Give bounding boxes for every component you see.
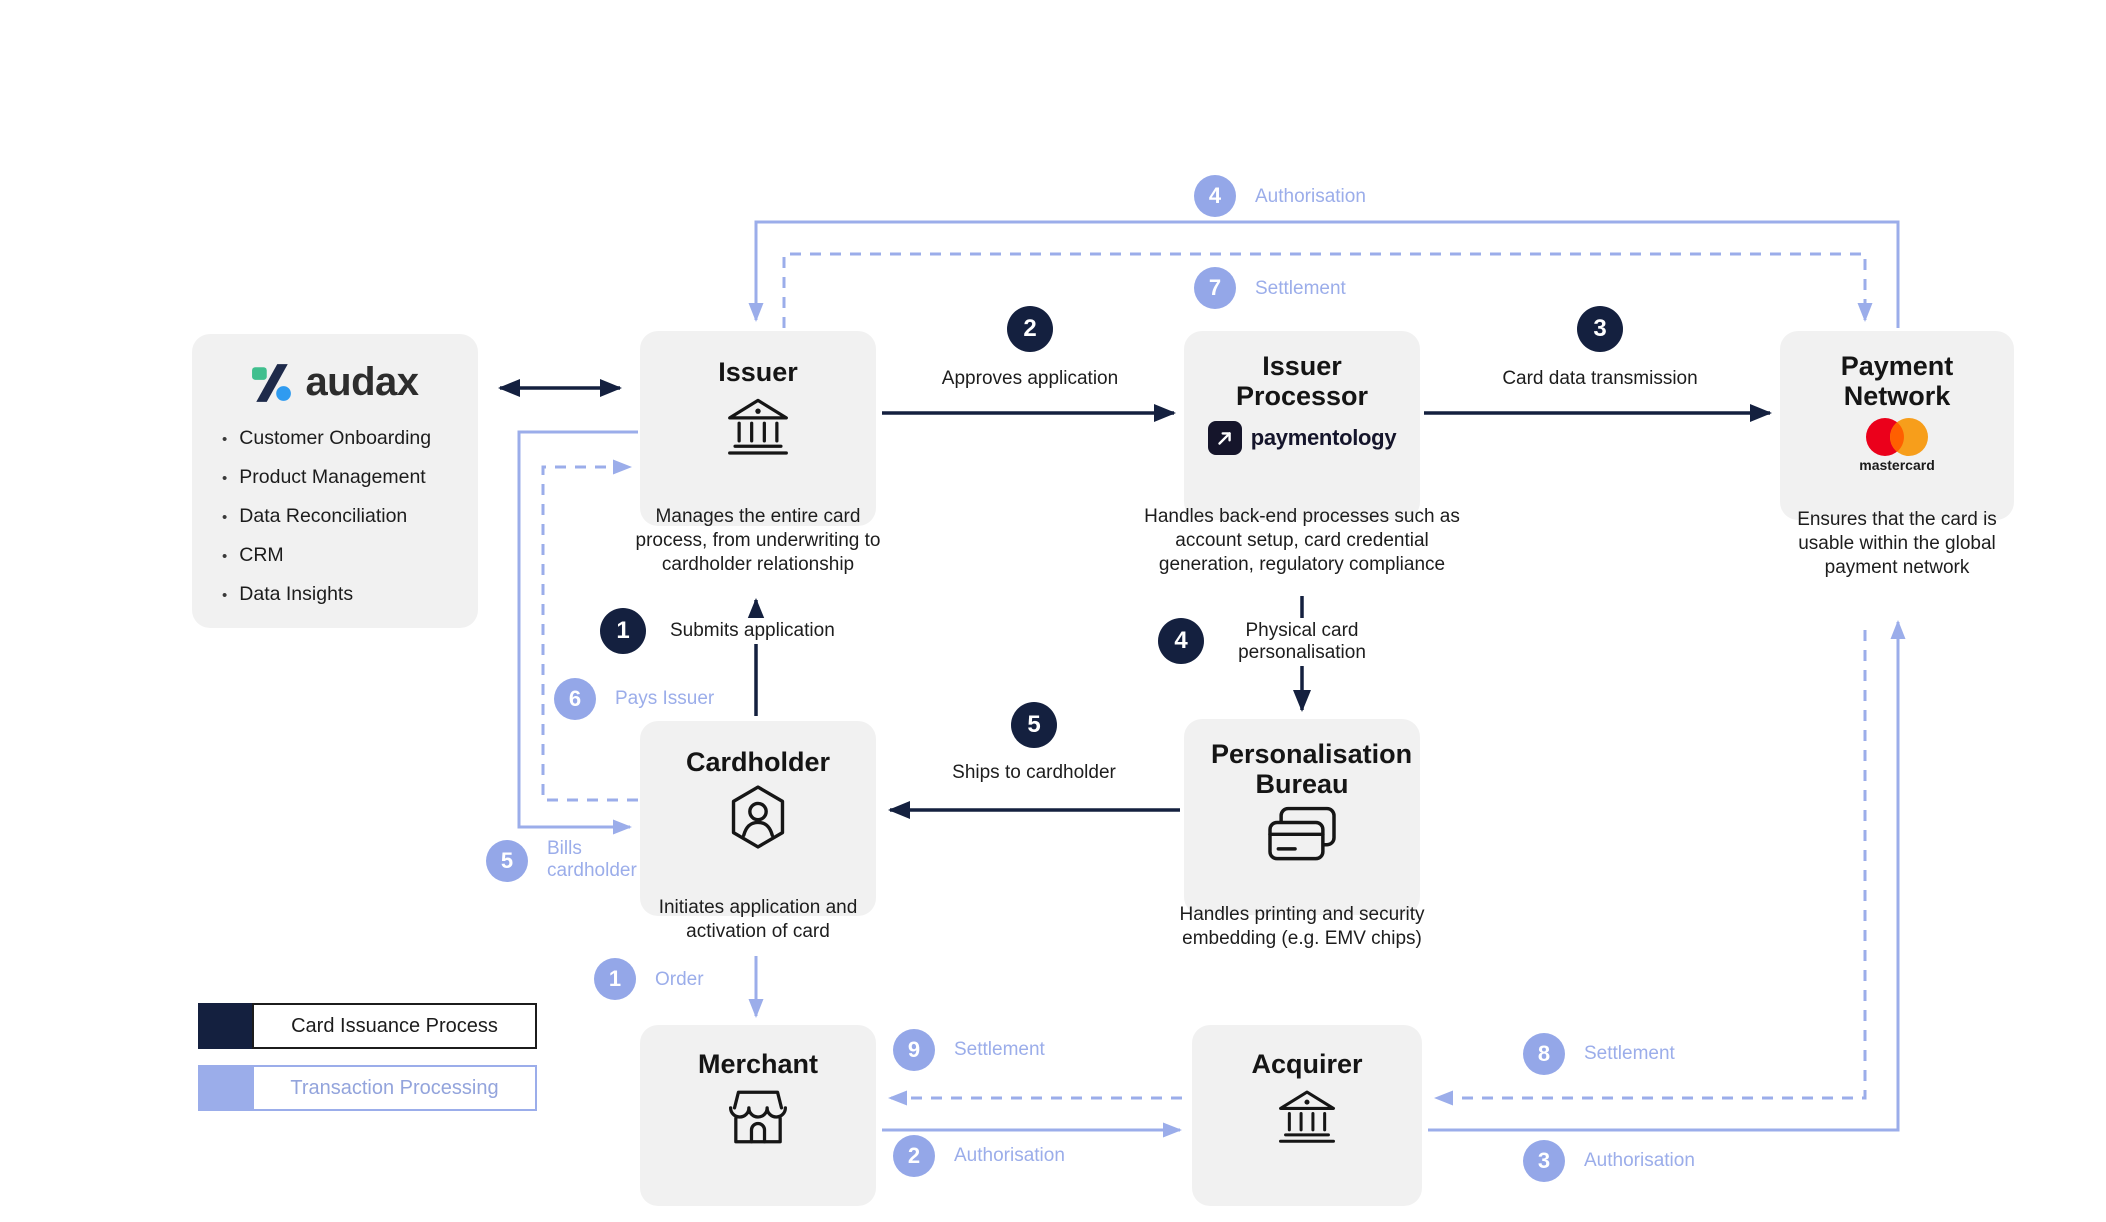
step-badge-transaction-9: 9: [893, 1029, 935, 1071]
node-personalisation-bureau-description: Handles printing and security embedding …: [1179, 904, 1425, 950]
node-merchant-title: Merchant: [697, 1049, 819, 1079]
arrow-settlement-network-to-acquirer: [1434, 630, 1867, 1106]
step-badge-transaction-1: 1: [594, 958, 636, 1000]
paymentology-wordmark: paymentology: [1250, 425, 1397, 451]
audax-bullet-label: Data Reconciliation: [239, 505, 408, 527]
node-issuer-processor-title: Issuer Processor: [1235, 351, 1369, 412]
list-item: • Data Insights: [222, 583, 431, 606]
node-acquirer-title: Acquirer: [1251, 1049, 1363, 1079]
node-cardholder-title: Cardholder: [685, 747, 831, 777]
bank-icon: [1275, 1087, 1339, 1145]
step-label-physical-card-personalisation: Physical card personalisation: [1219, 618, 1385, 666]
list-item: • Product Management: [222, 466, 431, 489]
audax-logo: audax: [251, 360, 419, 405]
step-label-pays-issuer: Pays Issuer: [615, 688, 715, 709]
node-issuer-description: Manages the entire card process, from un…: [635, 506, 881, 576]
node-payment-network: Payment Network mastercard: [1780, 331, 2014, 520]
legend-label-box: Card Issuance Process: [252, 1003, 537, 1049]
mastercard-logo: mastercard: [1849, 415, 1945, 473]
bullet-icon: •: [222, 509, 228, 526]
mastercard-circles-icon: [1849, 415, 1945, 459]
mastercard-wordmark: mastercard: [1859, 457, 1935, 474]
step-badge-transaction-7: 7: [1194, 267, 1236, 309]
step-label-settlement-network: Settlement: [1584, 1043, 1675, 1064]
arrow-bills-cardholder: [517, 430, 638, 835]
paymentology-icon: [1207, 421, 1242, 456]
node-cardholder: Cardholder: [640, 721, 876, 916]
cards-icon: [1264, 803, 1340, 867]
legend-label: Card Issuance Process: [291, 1014, 498, 1037]
node-personalisation-bureau: Personalisation Bureau: [1184, 719, 1420, 915]
node-payment-network-title: Payment Network: [1840, 351, 1954, 412]
step-label-card-data-transmission: Card data transmission: [1502, 368, 1698, 389]
audax-brand-name: audax: [305, 360, 419, 404]
step-badge-transaction-5: 5: [486, 840, 528, 882]
step-label-bills-cardholder: Bills cardholder: [547, 838, 637, 881]
list-item: • Customer Onboarding: [222, 427, 431, 450]
node-personalisation-bureau-title: Personalisation Bureau: [1211, 739, 1413, 800]
storefront-icon: [724, 1087, 792, 1147]
bullet-icon: •: [222, 431, 228, 448]
legend-label-box: Transaction Processing: [252, 1065, 537, 1111]
legend-swatch-dark: [198, 1003, 252, 1049]
step-label-authorisation-network: Authorisation: [1255, 186, 1366, 207]
step-badge-issuance-2: 2: [1007, 306, 1053, 352]
arrow-pays-issuer: [541, 459, 638, 802]
legend-card-issuance-process: Card Issuance Process: [198, 1003, 537, 1049]
person-badge-icon: [725, 783, 791, 851]
node-payment-network-description: Ensures that the card is usable within t…: [1797, 509, 1997, 579]
step-label-order: Order: [655, 969, 704, 990]
step-label-settlement-issuer: Settlement: [1255, 278, 1346, 299]
legend-transaction-processing: Transaction Processing: [198, 1065, 537, 1111]
step-badge-issuance-4: 4: [1158, 618, 1204, 664]
bullet-icon: •: [222, 587, 228, 604]
audax-capability-list: • Customer Onboarding • Product Manageme…: [192, 427, 431, 606]
step-label-authorisation-acquirer: Authorisation: [1584, 1150, 1695, 1171]
node-merchant: Merchant: [640, 1025, 876, 1206]
legend-swatch-blue: [198, 1065, 252, 1111]
step-badge-issuance-5: 5: [1011, 702, 1057, 748]
step-label-settlement-acquirer: Settlement: [954, 1039, 1045, 1060]
audax-bullet-label: Data Insights: [239, 583, 354, 605]
audax-bullet-label: CRM: [239, 544, 284, 566]
list-item: • CRM: [222, 544, 431, 567]
step-badge-transaction-4: 4: [1194, 175, 1236, 217]
paymentology-logo: paymentology: [1207, 421, 1397, 456]
audax-bullet-label: Product Management: [239, 466, 426, 488]
node-issuer: Issuer: [640, 331, 876, 526]
step-label-authorisation-merchant: Authorisation: [954, 1145, 1065, 1166]
node-issuer-processor-description: Handles back-end processes such as accou…: [1144, 506, 1460, 576]
step-badge-issuance-3: 3: [1577, 306, 1623, 352]
step-badge-issuance-1: 1: [600, 608, 646, 654]
audax-bullet-label: Customer Onboarding: [239, 427, 432, 449]
step-label-approves-application: Approves application: [941, 368, 1119, 389]
node-cardholder-description: Initiates application and activation of …: [658, 897, 858, 943]
bullet-icon: •: [222, 548, 228, 565]
arrow-authorisation-acquirer-to-network: [1428, 620, 1906, 1132]
node-issuer-processor: Issuer Processor paymentology: [1184, 331, 1420, 520]
node-issuer-title: Issuer: [718, 357, 798, 387]
node-acquirer: Acquirer: [1192, 1025, 1422, 1206]
step-badge-transaction-3: 3: [1523, 1140, 1565, 1182]
arrow-settlement-issuer-to-network: [782, 252, 1873, 328]
step-label-submits-application: Submits application: [662, 618, 843, 644]
audax-logo-icon: [251, 362, 293, 404]
audax-panel: audax • Customer Onboarding • Product Ma…: [192, 334, 478, 628]
step-badge-transaction-2: 2: [893, 1135, 935, 1177]
bullet-icon: •: [222, 470, 228, 487]
step-badge-transaction-8: 8: [1523, 1033, 1565, 1075]
step-label-ships-to-cardholder: Ships to cardholder: [952, 762, 1116, 783]
arrow-authorisation-network-to-issuer: [748, 220, 1900, 328]
list-item: • Data Reconciliation: [222, 505, 431, 528]
step-badge-transaction-6: 6: [554, 678, 596, 720]
bank-icon: [723, 395, 793, 457]
legend-label: Transaction Processing: [290, 1076, 499, 1099]
